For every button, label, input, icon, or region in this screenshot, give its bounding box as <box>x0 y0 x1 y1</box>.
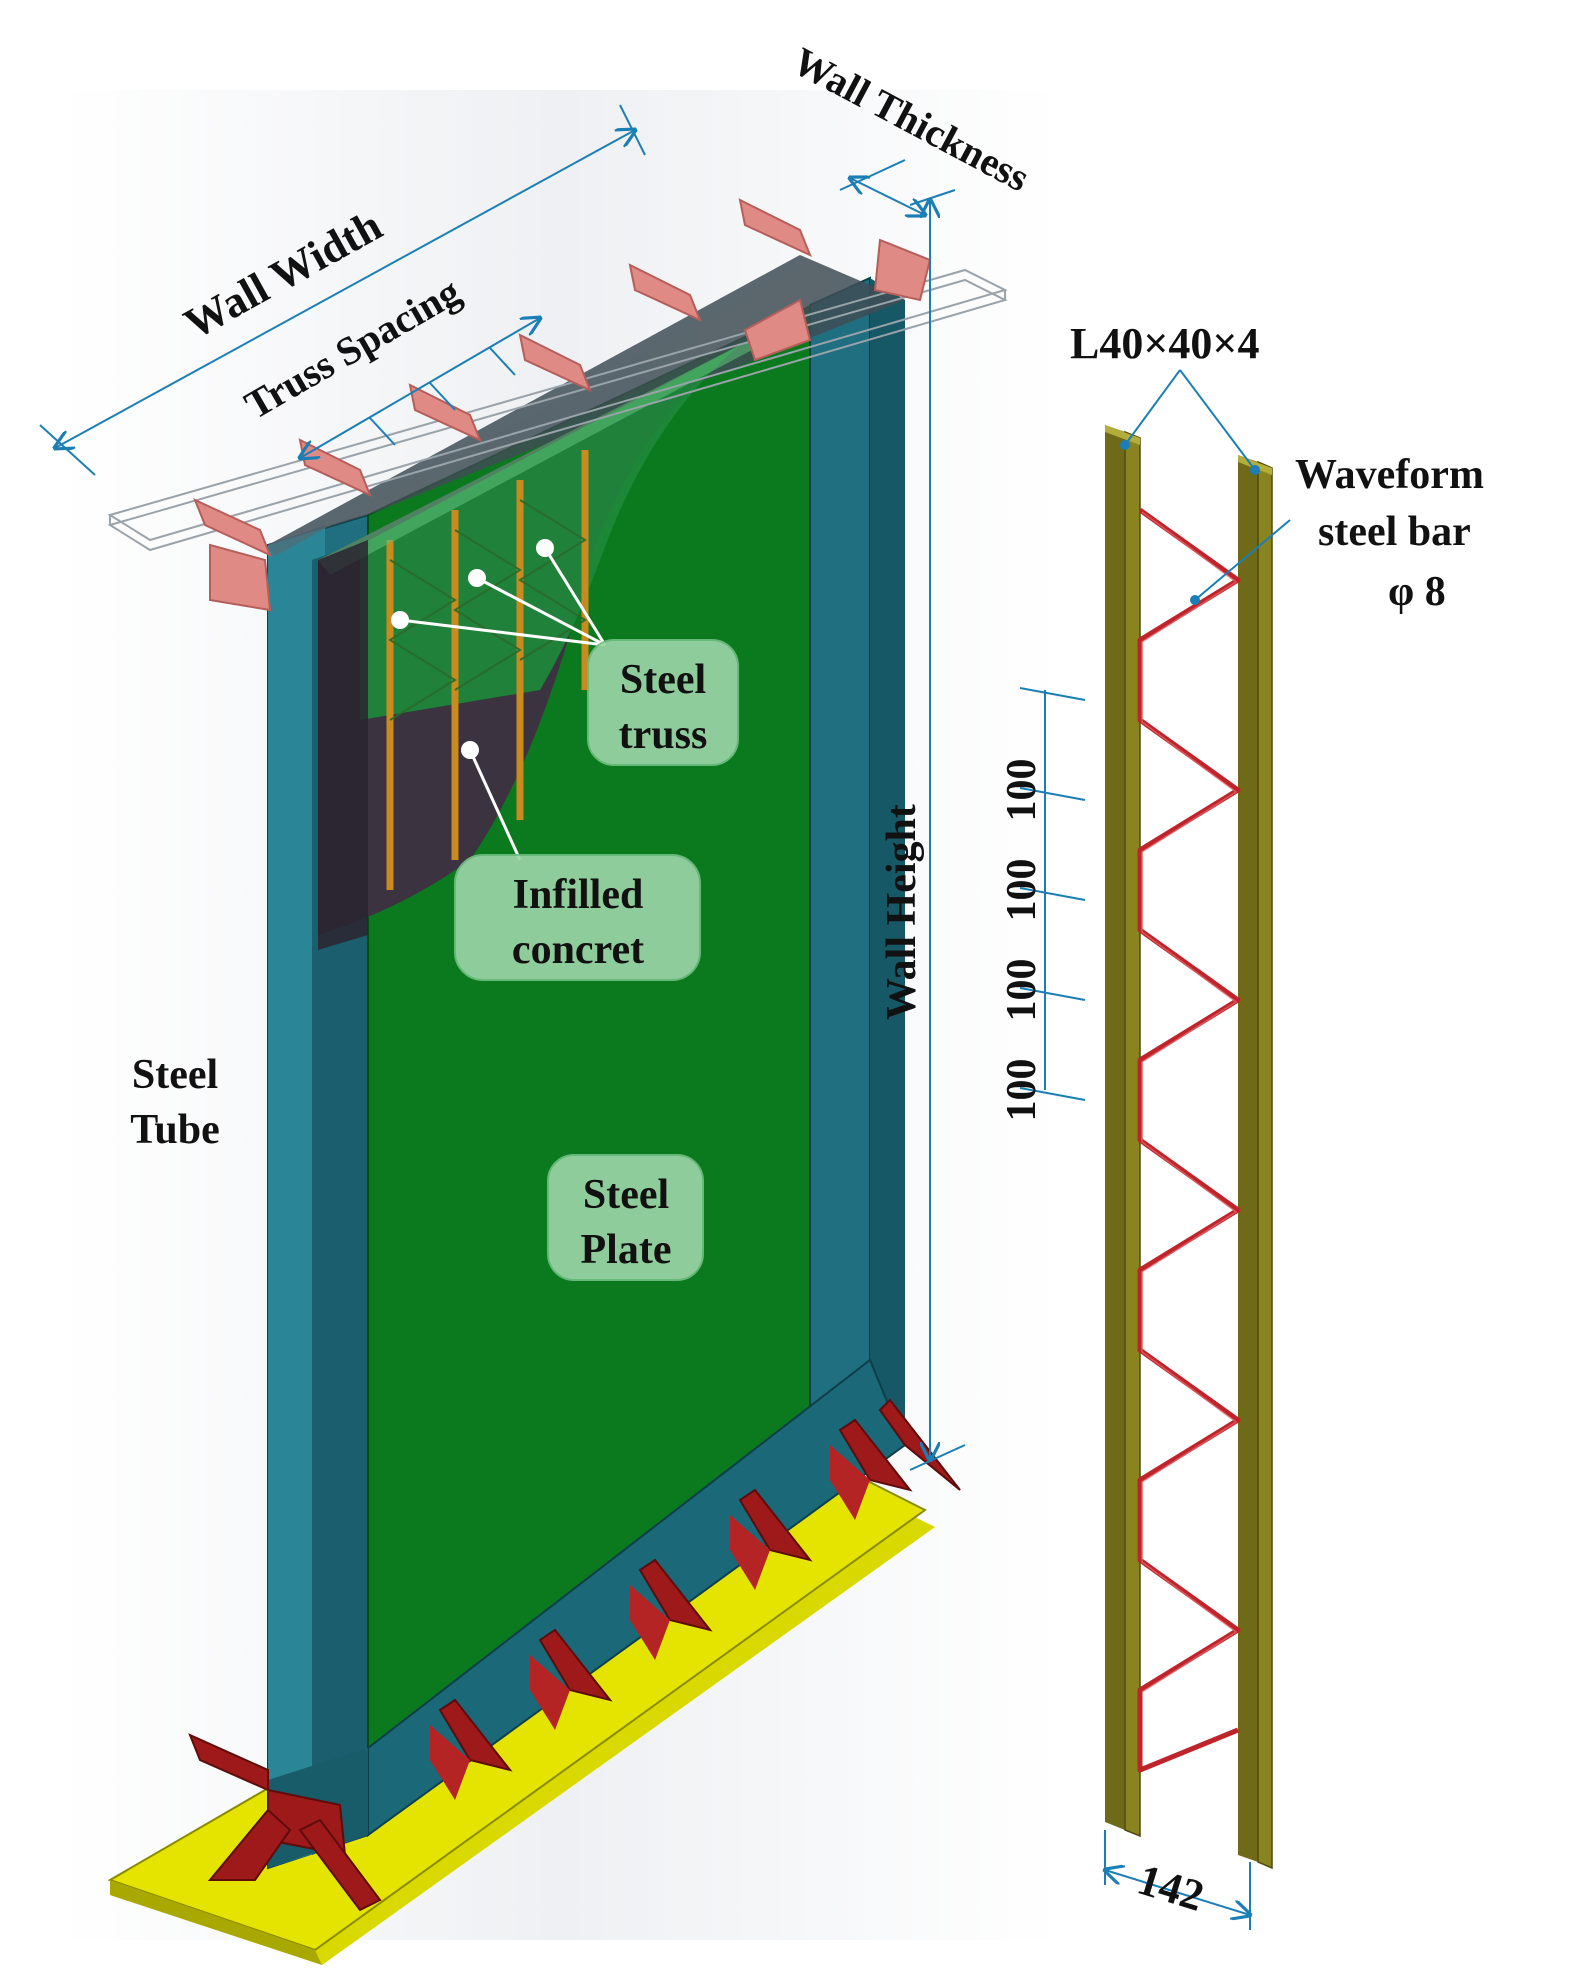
concrete-edge <box>318 540 368 950</box>
truss-width-dimension: 142 <box>1105 1830 1250 1930</box>
steel-plate-label-1: Steel <box>583 1172 669 1218</box>
infilled-concrete-callout: Infilled concret <box>454 741 701 981</box>
waveform-callout: Waveform steel bar φ 8 <box>1190 452 1484 615</box>
steel-truss-label-1: Steel <box>620 657 706 703</box>
bottom-stiffeners-2 <box>430 1445 870 1800</box>
waveform-label-1: Waveform <box>1295 452 1484 498</box>
top-load-beam <box>107 268 1008 552</box>
steel-tube-label-2: Tube <box>130 1107 220 1153</box>
infilled-concrete-label-2: concret <box>512 927 644 973</box>
spacing-label-2: 100 <box>999 859 1045 922</box>
waveform-label-3: φ 8 <box>1388 569 1446 615</box>
waveform-label-2: steel bar <box>1318 509 1471 555</box>
steel-plate-callout: Steel Plate <box>547 1154 704 1281</box>
spacing-label-4: 100 <box>999 1059 1045 1122</box>
steel-truss-label-2: truss <box>619 712 708 758</box>
truss-width-label: 142 <box>1132 1855 1209 1921</box>
truss-detail <box>1105 425 1273 1870</box>
infilled-concrete-label-1: Infilled <box>513 872 644 918</box>
bottom-stiffeners <box>188 1398 961 1912</box>
angle-size-callout: L40×40×4 <box>1070 319 1260 475</box>
spacing-label-1: 100 <box>999 759 1045 822</box>
steel-tube-label-1: Steel <box>132 1052 218 1098</box>
steel-plate-label-2: Plate <box>581 1227 672 1273</box>
spacing-label-3: 100 <box>999 959 1045 1022</box>
wall-height-dimension: Wall Height <box>879 189 966 1471</box>
spacing-dimensions: 100 100 100 100 <box>999 687 1086 1122</box>
steel-tube-callout: Steel Tube <box>130 1052 220 1153</box>
steel-truss-callout: Steel truss <box>391 539 739 766</box>
waveform-bar <box>1137 507 1241 1773</box>
wall-height-label: Wall Height <box>879 804 925 1020</box>
angle-size-label: L40×40×4 <box>1070 319 1260 368</box>
